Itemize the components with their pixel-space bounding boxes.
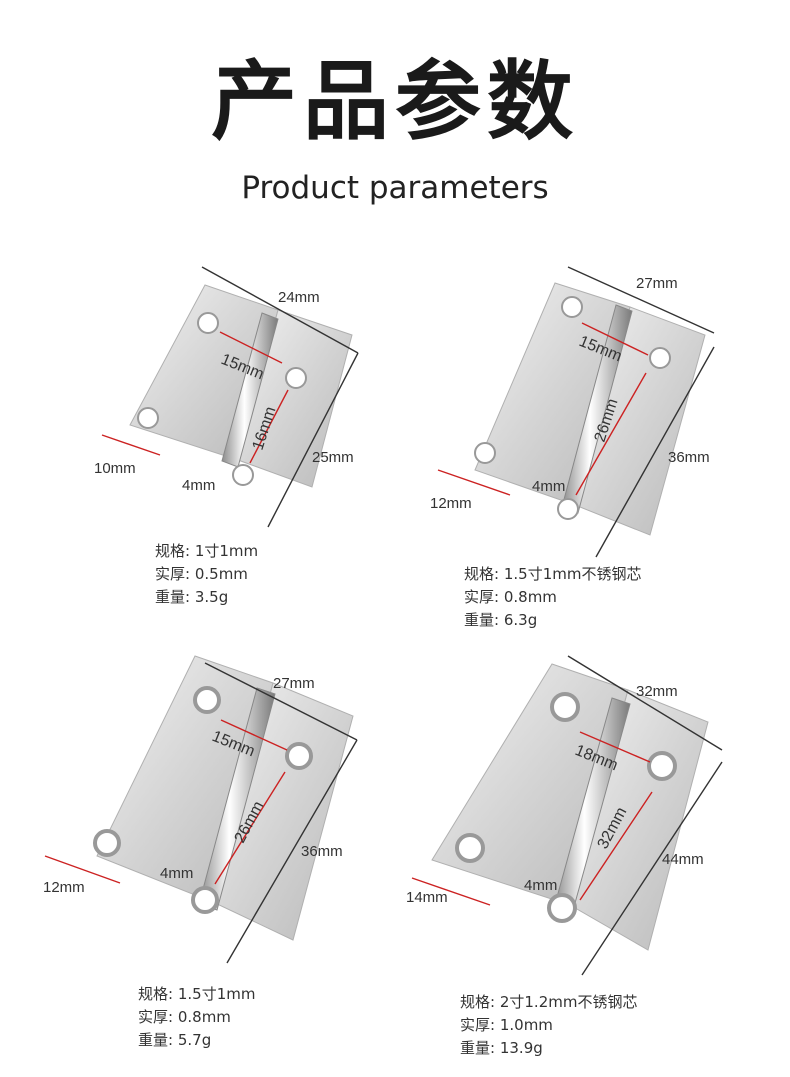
dim-pin: 4mm: [160, 865, 193, 882]
hole-icon: [547, 893, 577, 923]
spec-value: 2寸1.2mm不锈钢芯: [499, 993, 638, 1011]
dim-edge: 14mm: [406, 889, 448, 906]
spec-value: 1寸1mm: [194, 542, 259, 560]
spec-value: 3.5g: [194, 588, 229, 606]
dim-edge: 12mm: [430, 495, 472, 512]
hinge-image: [129, 284, 353, 488]
spec-label: 实厚:: [460, 1016, 496, 1034]
dimension-lines: [101, 266, 359, 528]
spec-value: 0.8mm: [177, 1008, 231, 1026]
dimension-lines: [411, 655, 723, 976]
dim-height: 36mm: [301, 843, 343, 860]
hinge-image: [93, 655, 354, 941]
dim-width: 32mm: [636, 683, 678, 700]
specs-1: 规格: 1寸1mm 实厚: 0.5mm 重量: 3.5g: [155, 540, 258, 609]
spec-label: 重量:: [155, 588, 191, 606]
spec-label: 规格:: [460, 993, 496, 1011]
hole-icon: [285, 742, 313, 770]
hole-icon: [137, 407, 159, 429]
hinge-diagram-4: 32mm 44mm 18mm 32mm 14mm 4mm: [406, 655, 723, 976]
dim-pin: 4mm: [182, 477, 215, 494]
dim-width: 27mm: [636, 275, 678, 292]
spec-label: 规格:: [138, 985, 174, 1003]
page-title: 产品参数: [211, 52, 579, 152]
spec-value: 0.5mm: [194, 565, 248, 583]
product-panel-3: 27mm 36mm 15mm 26mm 12mm 4mm: [35, 648, 375, 968]
hinge-diagram-1: 24mm 25mm 15mm 16mm 10mm 4mm: [94, 266, 359, 528]
hole-icon: [285, 367, 307, 389]
hole-icon: [197, 312, 219, 334]
spec-label: 规格:: [155, 542, 191, 560]
spec-value: 6.3g: [503, 611, 538, 629]
specs-3: 规格: 1.5寸1mm 实厚: 0.8mm 重量: 5.7g: [138, 983, 255, 1052]
dim-edge: 12mm: [43, 879, 85, 896]
spec-label: 规格:: [464, 565, 500, 583]
hinge-image: [431, 663, 709, 951]
spec-value: 1.5寸1mm: [177, 985, 256, 1003]
spec-value: 1.5寸1mm不锈钢芯: [503, 565, 642, 583]
dim-width: 24mm: [278, 289, 320, 306]
hinge-diagram-2: 27mm 36mm 15mm 26mm 12mm 4mm: [430, 266, 715, 558]
hole-icon: [550, 692, 580, 722]
spec-label: 重量:: [460, 1039, 496, 1057]
dim-height: 44mm: [662, 851, 704, 868]
spec-value: 13.9g: [499, 1039, 543, 1057]
dim-pin: 4mm: [532, 478, 565, 495]
dim-width: 27mm: [273, 675, 315, 692]
dimension-lines: [437, 266, 715, 558]
product-panel-1: 24mm 25mm 15mm 16mm 10mm 4mm: [90, 255, 390, 528]
hinge-image: [474, 282, 706, 536]
spec-value: 1.0mm: [499, 1016, 553, 1034]
page-subtitle: Product parameters: [241, 170, 549, 206]
dim-edge: 10mm: [94, 460, 136, 477]
dim-pin: 4mm: [524, 877, 557, 894]
spec-value: 0.8mm: [503, 588, 557, 606]
hole-icon: [232, 464, 254, 486]
dim-height: 25mm: [312, 449, 354, 466]
product-panel-4: 32mm 44mm 18mm 32mm 14mm 4mm: [400, 650, 750, 980]
hole-icon: [93, 829, 121, 857]
spec-label: 重量:: [464, 611, 500, 629]
specs-2: 规格: 1.5寸1mm不锈钢芯 实厚: 0.8mm 重量: 6.3g: [464, 563, 641, 632]
hinge-diagram-3: 27mm 36mm 15mm 26mm 12mm 4mm: [43, 655, 358, 964]
hole-icon: [647, 751, 677, 781]
hole-icon: [191, 886, 219, 914]
spec-label: 实厚:: [155, 565, 191, 583]
product-panel-2: 27mm 36mm 15mm 26mm 12mm 4mm: [420, 255, 740, 558]
spec-label: 重量:: [138, 1031, 174, 1049]
dimension-lines: [44, 662, 358, 964]
hole-icon: [557, 498, 579, 520]
hole-icon: [455, 833, 485, 863]
hole-icon: [474, 442, 496, 464]
spec-label: 实厚:: [464, 588, 500, 606]
hole-icon: [561, 296, 583, 318]
spec-value: 5.7g: [177, 1031, 212, 1049]
hole-icon: [193, 686, 221, 714]
hole-icon: [649, 347, 671, 369]
spec-label: 实厚:: [138, 1008, 174, 1026]
dim-height: 36mm: [668, 449, 710, 466]
specs-4: 规格: 2寸1.2mm不锈钢芯 实厚: 1.0mm 重量: 13.9g: [460, 991, 637, 1060]
